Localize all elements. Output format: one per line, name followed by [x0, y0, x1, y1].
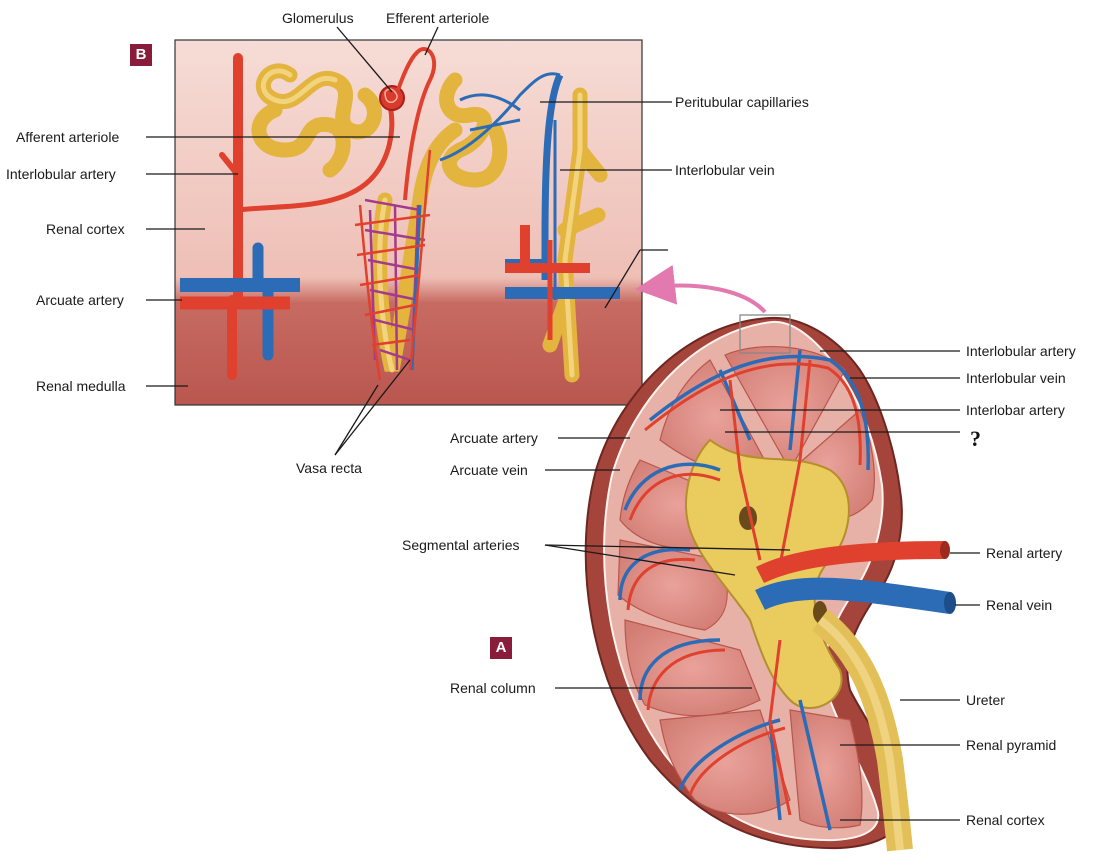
leader-lines	[146, 26, 980, 821]
label-interlobular-vein-b: Interlobular vein	[675, 162, 775, 178]
label-renal-column: Renal column	[450, 680, 536, 696]
label-renal-cortex-b: Renal cortex	[46, 221, 125, 237]
label-peritubular-capillaries: Peritubular capillaries	[675, 94, 809, 110]
efferent-arteriole-vessel	[396, 47, 437, 201]
panel-b-illustration	[174, 39, 643, 406]
label-segmental-arteries: Segmental arteries	[402, 537, 520, 553]
label-afferent-arteriole: Afferent arteriole	[16, 129, 120, 145]
label-arcuate-artery-a: Arcuate artery	[450, 430, 538, 446]
label-interlobular-artery-a: Interlobular artery	[966, 343, 1076, 359]
kidney-veins-network	[618, 349, 870, 831]
label-vasa-recta: Vasa recta	[296, 460, 362, 476]
label-interlobular-vein-a: Interlobular vein	[966, 370, 1066, 386]
glomerulus-shape	[379, 85, 405, 111]
detail-box	[739, 314, 791, 354]
zoom-arrow	[635, 264, 767, 314]
label-renal-pyramid: Renal pyramid	[966, 737, 1057, 753]
label-efferent-arteriole: Efferent arteriole	[386, 10, 490, 26]
renal-artery-vessel	[755, 541, 946, 584]
panel-a-kidney	[584, 314, 956, 852]
label-unknown-question: ?	[970, 426, 981, 451]
label-renal-artery: Renal artery	[986, 545, 1063, 561]
label-glomerulus: Glomerulus	[282, 10, 354, 26]
label-renal-cortex-a: Renal cortex	[966, 812, 1045, 828]
label-renal-vein: Renal vein	[986, 597, 1053, 613]
label-arcuate-artery-b: Arcuate artery	[36, 292, 124, 308]
renal-vein-vessel	[755, 577, 952, 614]
label-ureter: Ureter	[966, 692, 1005, 708]
afferent-arteriole-vessel	[237, 104, 395, 213]
label-arcuate-vein: Arcuate vein	[450, 462, 528, 478]
interlobular-artery-vessel	[227, 53, 243, 380]
label-interlobular-artery-b: Interlobular artery	[6, 166, 116, 182]
panel-b-badge: B	[130, 44, 152, 66]
panel-a-badge: A	[490, 637, 512, 659]
label-interlobar-artery: Interlobar artery	[966, 402, 1065, 418]
kidney-arteries-network	[626, 359, 862, 816]
label-renal-medulla: Renal medulla	[36, 378, 126, 394]
